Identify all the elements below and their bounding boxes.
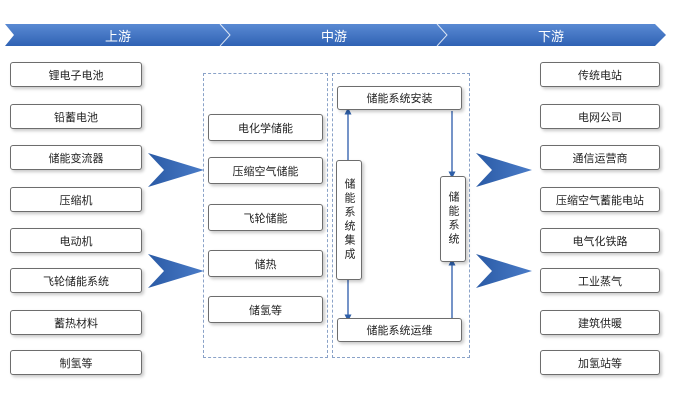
banner-divider-1 — [219, 23, 231, 47]
system-box: 储能系统 — [440, 176, 466, 262]
upstream-item: 电动机 — [10, 228, 142, 253]
system-integration-group — [332, 73, 470, 358]
downstream-item: 工业蒸气 — [540, 268, 660, 293]
chevron-right-icon — [476, 153, 532, 187]
downstream-item: 通信运营商 — [540, 145, 660, 170]
downstream-item: 压缩空气蓄能电站 — [540, 187, 660, 212]
storage-type-item: 储氢等 — [208, 296, 323, 323]
upstream-item: 飞轮储能系统 — [10, 268, 142, 293]
upstream-item: 铅蓄电池 — [10, 104, 142, 129]
storage-type-item: 储热 — [208, 250, 323, 277]
downstream-item: 传统电站 — [540, 62, 660, 87]
banner-divider-2 — [436, 23, 448, 47]
storage-types-group — [203, 73, 328, 358]
system-integrate-box: 储能系统集成 — [336, 160, 362, 280]
chevron-right-icon — [148, 153, 204, 187]
upstream-item: 储能变流器 — [10, 145, 142, 170]
storage-type-item: 飞轮储能 — [208, 204, 323, 231]
downstream-item: 加氢站等 — [540, 350, 660, 375]
banner-arrow — [5, 24, 666, 46]
system-install-box: 储能系统安装 — [337, 86, 462, 110]
downstream-item: 建筑供暖 — [540, 310, 660, 335]
upstream-item: 锂电子电池 — [10, 62, 142, 87]
stage-banner — [5, 23, 666, 47]
stage-upstream: 上游 — [104, 29, 131, 45]
upstream-item: 蓄热材料 — [10, 310, 142, 335]
chevron-right-icon — [476, 254, 532, 288]
chevron-right-icon — [148, 254, 204, 288]
system-label: 储能系统 — [447, 191, 460, 247]
stage-midstream: 中游 — [320, 29, 347, 45]
downstream-item: 电网公司 — [540, 104, 660, 129]
upstream-item: 制氢等 — [10, 350, 142, 375]
system-operate-box: 储能系统运维 — [337, 318, 462, 342]
upstream-item: 压缩机 — [10, 187, 142, 212]
stage-downstream: 下游 — [537, 29, 564, 45]
storage-type-item: 压缩空气储能 — [208, 157, 323, 184]
storage-type-item: 电化学储能 — [208, 114, 323, 141]
downstream-item: 电气化铁路 — [540, 228, 660, 253]
system-integrate-label: 储能系统集成 — [343, 178, 356, 262]
